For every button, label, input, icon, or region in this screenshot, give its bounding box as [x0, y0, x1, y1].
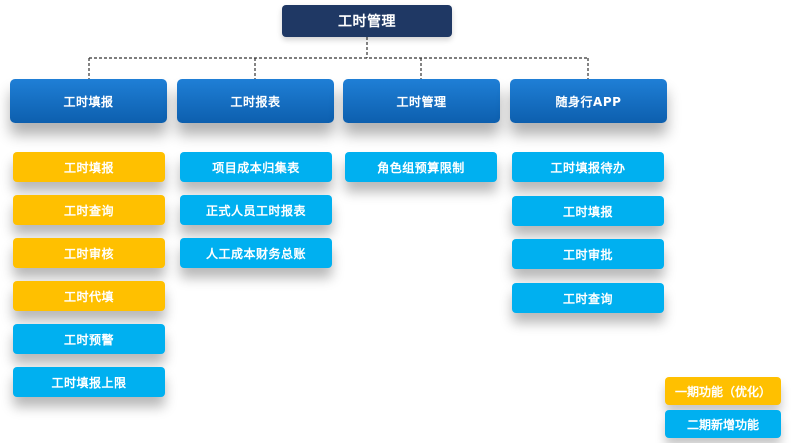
category-time-management: 工时管理	[343, 79, 500, 123]
legend-phase1: 一期功能（优化）	[665, 377, 781, 405]
item-labor-cost-ledger: 人工成本财务总账	[180, 238, 332, 268]
item-time-warning: 工时预警	[13, 324, 165, 354]
item-role-budget-limit: 角色组预算限制	[345, 152, 497, 182]
item-app-time-approval: 工时审批	[512, 239, 664, 269]
category-mobile-app: 随身行APP	[510, 79, 667, 123]
category-time-reports: 工时报表	[177, 79, 334, 123]
item-project-cost-summary: 项目成本归集表	[180, 152, 332, 182]
item-app-time-query: 工时查询	[512, 283, 664, 313]
item-time-review: 工时审核	[13, 238, 165, 268]
item-app-entry-todo: 工时填报待办	[512, 152, 664, 182]
legend-phase2: 二期新增功能	[665, 410, 781, 438]
category-time-entry: 工时填报	[10, 79, 167, 123]
item-time-query: 工时查询	[13, 195, 165, 225]
item-time-entry-limit: 工时填报上限	[13, 367, 165, 397]
item-time-entry: 工时填报	[13, 152, 165, 182]
item-staff-time-report: 正式人员工时报表	[180, 195, 332, 225]
root-node: 工时管理	[282, 5, 452, 37]
item-app-time-entry: 工时填报	[512, 196, 664, 226]
item-time-proxy-entry: 工时代填	[13, 281, 165, 311]
